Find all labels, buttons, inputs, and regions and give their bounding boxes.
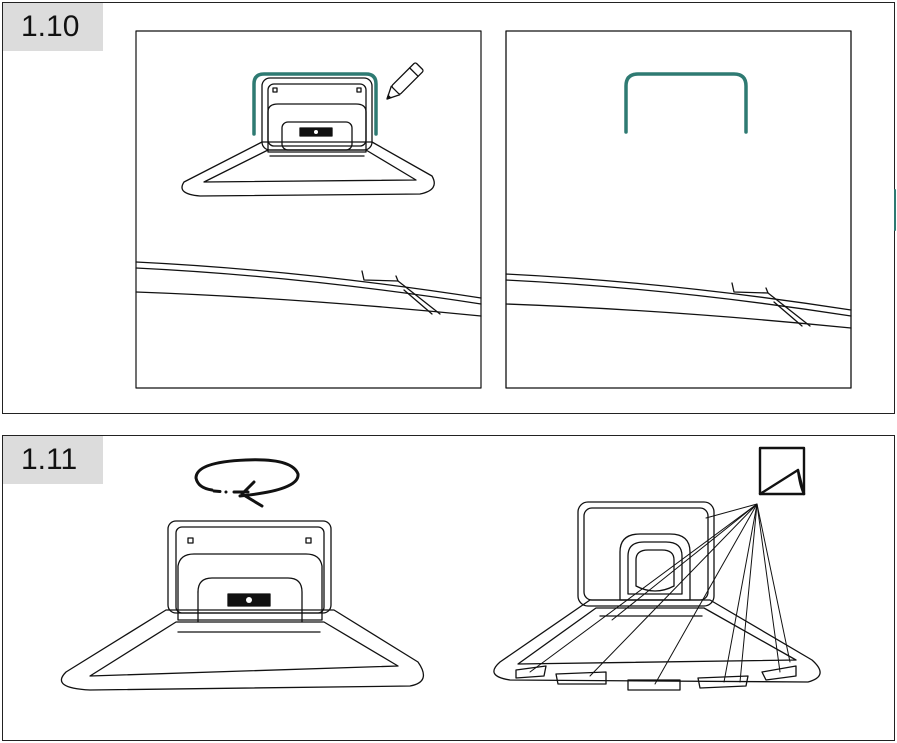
underside-adhesive-illustration (493, 446, 821, 691)
rotate-arrow-icon (194, 458, 300, 508)
left-frame-mounted-stand (135, 30, 482, 389)
rotate-stand-illustration (60, 458, 425, 691)
peel-film-icon (758, 446, 806, 496)
step-number: 1.10 (3, 3, 103, 51)
stand-device (181, 77, 435, 197)
pencil-icon (386, 62, 424, 100)
step-1-10-panel: 1.10 (2, 2, 895, 414)
traced-outline-mark (624, 72, 748, 134)
step-number: 1.11 (3, 436, 103, 484)
outline-trace (252, 72, 378, 136)
step-1-11-panel: 1.11 (2, 435, 895, 741)
pointer-lines (529, 503, 791, 685)
right-frame-traced-outline (505, 30, 852, 389)
